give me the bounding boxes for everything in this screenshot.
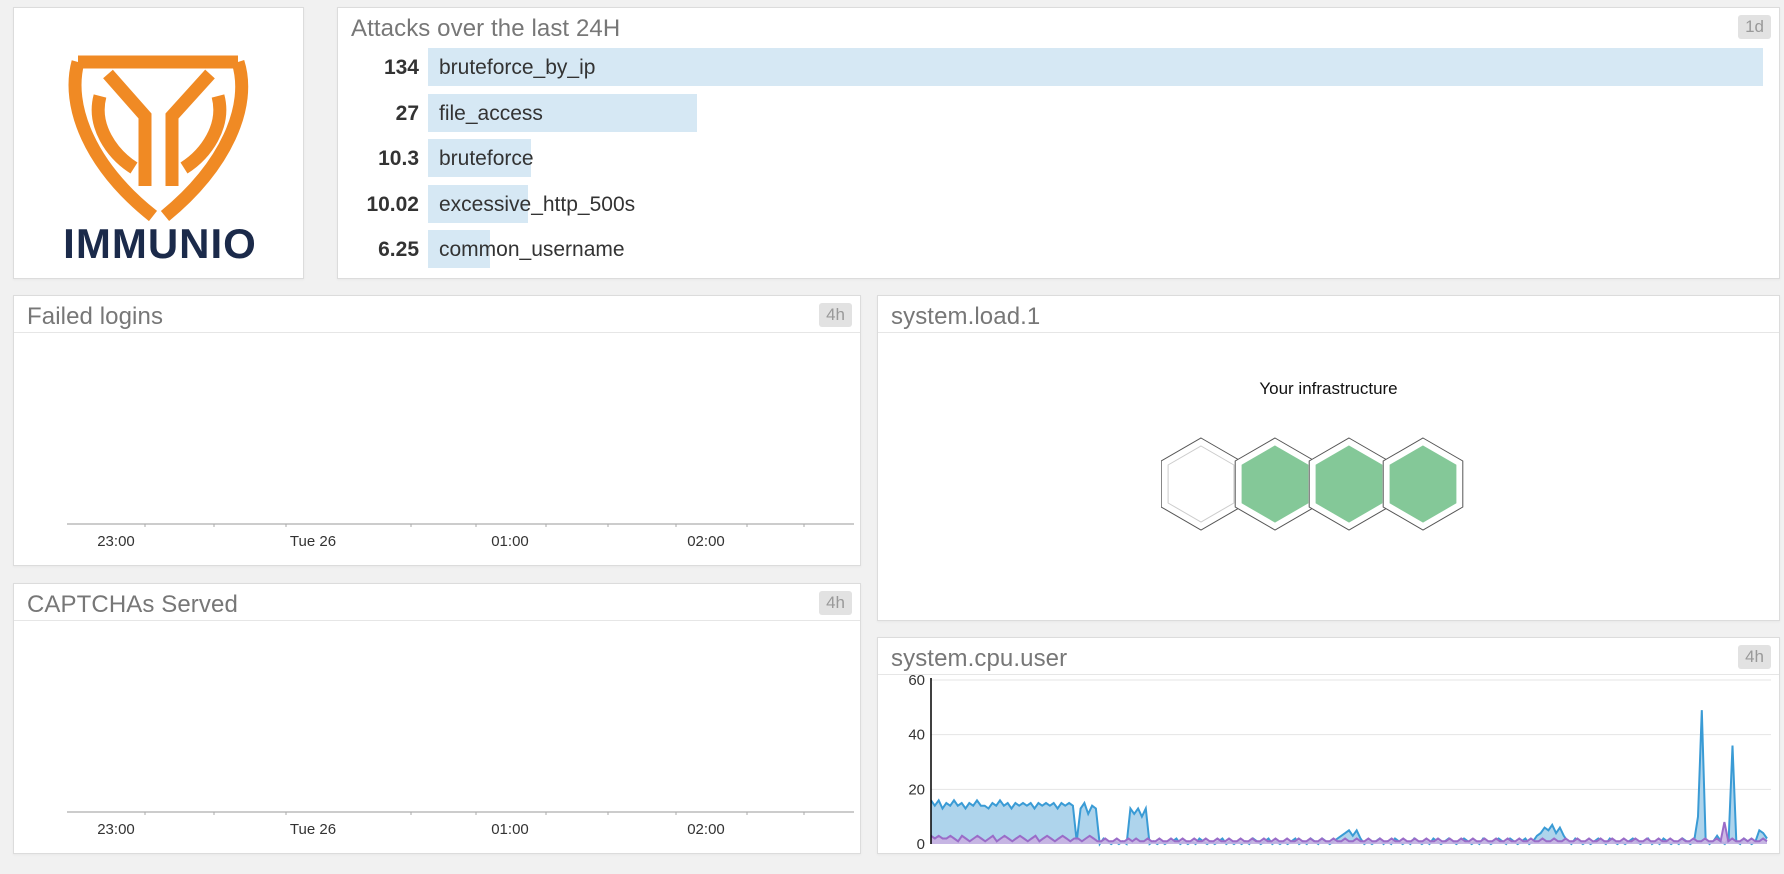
widget-title: system.cpu.user bbox=[891, 645, 1068, 672]
widget-header: CAPTCHAs Served 4h bbox=[14, 584, 860, 621]
toplist-row[interactable]: 27 file_access bbox=[338, 93, 1779, 132]
toplist-bar bbox=[428, 230, 490, 268]
x-tick-label: 02:00 bbox=[687, 533, 725, 550]
y-tick-label: 20 bbox=[908, 781, 925, 798]
attacks-toplist-widget: Attacks over the last 24H 1d 134 brutefor… bbox=[337, 7, 1780, 279]
timeframe-badge[interactable]: 4h bbox=[1738, 645, 1771, 669]
x-tick-label: 23:00 bbox=[97, 533, 135, 550]
series-area bbox=[931, 710, 1767, 844]
timeframe-badge[interactable]: 4h bbox=[819, 303, 852, 327]
widget-header: system.cpu.user 4h bbox=[878, 638, 1779, 675]
hostmap bbox=[1161, 437, 1464, 531]
y-tick-label: 40 bbox=[908, 727, 925, 744]
x-axis: 23:00 Tue 26 01:00 02:00 bbox=[67, 811, 854, 838]
toplist-value: 10.02 bbox=[366, 192, 419, 216]
toplist-row[interactable]: 134 bruteforce_by_ip bbox=[338, 48, 1779, 86]
system-cpu-user-widget: system.cpu.user 4h 60 40 20 0 bbox=[877, 637, 1780, 854]
timeframe-badge[interactable]: 4h bbox=[819, 591, 852, 615]
logo-widget: IMMUNIO bbox=[13, 7, 304, 279]
widget-title: system.load.1 bbox=[891, 303, 1041, 330]
widget-header: Attacks over the last 24H 1d bbox=[338, 8, 1779, 45]
widget-title: Failed logins bbox=[27, 303, 164, 330]
timeframe-badge[interactable]: 1d bbox=[1738, 15, 1771, 39]
y-tick-label: 0 bbox=[917, 836, 925, 853]
hostmap-subtitle: Your infrastructure bbox=[1259, 379, 1398, 398]
toplist-label: file_access bbox=[439, 101, 543, 125]
series-line[interactable] bbox=[930, 821, 1768, 844]
host-hexagon-fill bbox=[1315, 445, 1383, 523]
x-axis: 23:00 Tue 26 01:00 02:00 bbox=[67, 523, 854, 550]
toplist-bar bbox=[428, 48, 1763, 86]
x-tick-label: 02:00 bbox=[687, 821, 725, 838]
toplist-bar bbox=[428, 184, 528, 223]
y-tick-label: 60 bbox=[908, 675, 925, 689]
toplist-label: bruteforce bbox=[439, 147, 534, 170]
widget-header: Failed logins 4h bbox=[14, 296, 860, 333]
toplist-row[interactable]: 6.25 common_username bbox=[338, 230, 1779, 268]
x-tick-label: 01:00 bbox=[491, 821, 529, 838]
brand-text: IMMUNIO bbox=[63, 220, 257, 266]
x-tick-label: Tue 26 bbox=[290, 533, 336, 550]
host-hexagon-fill bbox=[1167, 445, 1235, 523]
toplist-row[interactable]: 10.02 excessive_http_500s bbox=[338, 184, 1779, 223]
toplist-value: 6.25 bbox=[378, 238, 419, 261]
host-hexagon-fill bbox=[1389, 445, 1457, 523]
toplist-value: 27 bbox=[395, 101, 419, 125]
shield-emblem bbox=[68, 55, 249, 222]
toplist-value: 10.3 bbox=[378, 147, 419, 170]
widget-title: CAPTCHAs Served bbox=[27, 591, 238, 618]
system-load-widget: system.load.1 Your infrastructure bbox=[877, 295, 1780, 621]
x-tick-label: Tue 26 bbox=[290, 821, 336, 838]
toplist-value: 134 bbox=[383, 56, 419, 79]
series-area bbox=[931, 822, 1767, 844]
toplist-bar bbox=[428, 139, 531, 177]
toplist-row[interactable]: 10.3 bruteforce bbox=[338, 139, 1779, 177]
widget-title: Attacks over the last 24H bbox=[351, 15, 621, 42]
x-tick-label: 23:00 bbox=[97, 821, 135, 838]
captchas-served-widget: CAPTCHAs Served 4h 23:00 Tue 26 01:00 02… bbox=[13, 583, 861, 854]
toplist-label: bruteforce_by_ip bbox=[439, 56, 596, 79]
failed-logins-widget: Failed logins 4h 23:00 Tue 26 01:00 02:0… bbox=[13, 295, 861, 566]
widget-header: system.load.1 bbox=[878, 296, 1779, 333]
toplist-bar bbox=[428, 93, 697, 132]
cpu-chart: 60 40 20 0 bbox=[908, 675, 1771, 853]
x-tick-label: 01:00 bbox=[491, 533, 529, 550]
host-hexagon-fill bbox=[1241, 445, 1309, 523]
immunio-logo: IMMUNIO bbox=[63, 55, 257, 266]
toplist-label: excessive_http_500s bbox=[439, 192, 636, 216]
toplist-label: common_username bbox=[439, 238, 625, 261]
